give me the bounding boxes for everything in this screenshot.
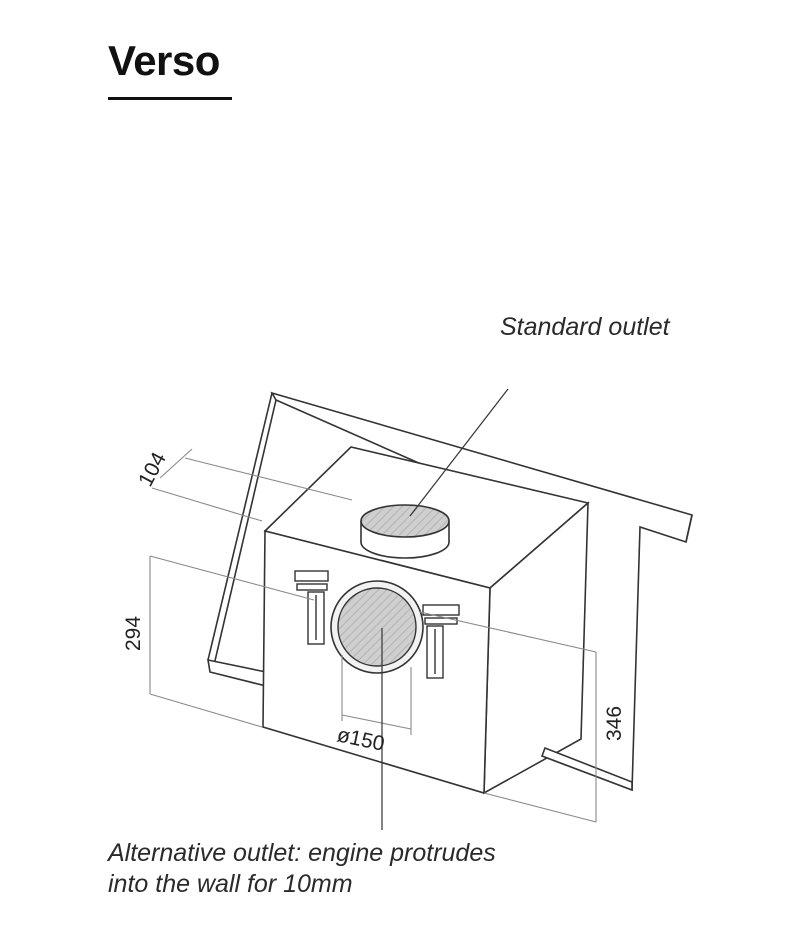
alternative-outlet-label-line2: into the wall for 10mm [108, 870, 353, 899]
overall-height-dimension: 346 [603, 706, 626, 741]
alternative-outlet-label: Alternative outlet: engine protrudes int… [108, 838, 568, 901]
depth-dimension: 104 [134, 448, 171, 490]
dimension-lines [149, 448, 597, 823]
page-title: Verso [108, 37, 220, 84]
standard-outlet-label: Standard outlet [500, 313, 670, 341]
left-bracket [294, 570, 329, 645]
standard-outlet-leader [409, 388, 509, 517]
height-dimension: 294 [122, 616, 145, 651]
alternative-outlet [330, 580, 424, 674]
standard-outlet [360, 504, 450, 559]
right-bracket [422, 604, 460, 679]
leader-lines [381, 388, 509, 830]
alternative-outlet-label-line1: Alternative outlet: engine protrudes [108, 839, 496, 867]
title-underline [108, 97, 232, 100]
